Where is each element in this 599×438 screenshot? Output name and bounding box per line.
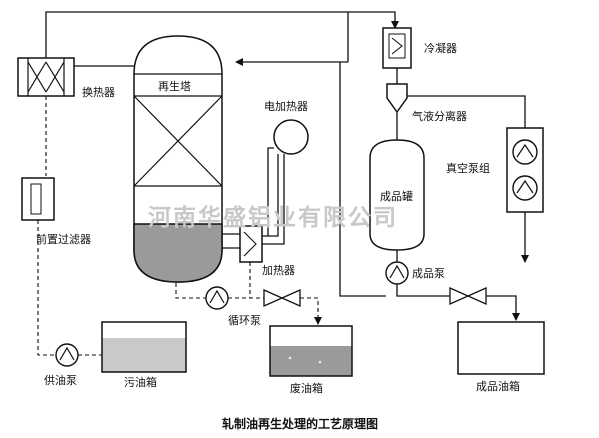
dirty-oil-tank bbox=[101, 321, 187, 373]
circulation-valve bbox=[263, 288, 301, 308]
heat-exchanger bbox=[17, 57, 75, 97]
label-heater: 加热器 bbox=[262, 264, 295, 277]
label-product-oil-tank: 成品油箱 bbox=[476, 379, 520, 393]
label-product-tank: 成品罐 bbox=[380, 190, 413, 203]
label-separator: 气液分离器 bbox=[412, 109, 467, 123]
feed-pump bbox=[55, 343, 79, 367]
product-tank bbox=[369, 139, 425, 251]
dash-filter-to-feedpump bbox=[37, 220, 56, 356]
label-electric-heater: 电加热器 bbox=[264, 100, 308, 113]
label-condenser: 冷凝器 bbox=[424, 41, 457, 55]
pipe-tower-side bbox=[339, 62, 386, 297]
dash-valve-to-waste bbox=[300, 297, 322, 325]
pipe-separator-to-vacuum bbox=[405, 95, 526, 128]
product-pump bbox=[385, 261, 409, 285]
waste-oil-tank bbox=[269, 325, 353, 377]
heater bbox=[239, 225, 263, 263]
circulation-pump bbox=[205, 286, 229, 310]
packing-diag-2 bbox=[133, 95, 223, 187]
vacuum-pump-group bbox=[506, 127, 544, 213]
pipe-heater-loop bbox=[262, 154, 285, 245]
watermark: 河南华盛铝业有限公司 bbox=[148, 204, 398, 230]
gas-liquid-separator bbox=[386, 83, 408, 114]
pipe-heater-up-2 bbox=[267, 147, 274, 236]
caption: 轧制油再生处理的工艺原理图 bbox=[222, 416, 378, 431]
label-dirty-oil-tank: 污油箱 bbox=[124, 375, 157, 389]
regen-tower bbox=[133, 35, 223, 283]
tower-liquid bbox=[133, 223, 223, 283]
label-vacuum-pump: 真空泵组 bbox=[446, 161, 490, 175]
label-product-pump: 成品泵 bbox=[412, 267, 445, 280]
label-heat-exchanger: 换热器 bbox=[82, 85, 115, 99]
label-pre-filter: 前置过滤器 bbox=[36, 232, 91, 246]
label-circulation-pump: 循环泵 bbox=[228, 314, 261, 327]
label-feed-pump: 供油泵 bbox=[44, 373, 77, 387]
condenser bbox=[382, 27, 412, 69]
label-regen-tower: 再生塔 bbox=[158, 79, 191, 93]
dash-feedpump-to-dirty bbox=[78, 340, 105, 356]
pipe-valve-to-product-box bbox=[486, 295, 520, 321]
product-valve bbox=[449, 286, 487, 306]
electric-heater bbox=[273, 119, 309, 155]
pipe-pump-to-valve bbox=[396, 284, 450, 297]
product-oil-tank bbox=[457, 321, 545, 375]
pipe-heater-up-1 bbox=[262, 154, 279, 237]
pipe-hx-to-condenser bbox=[45, 11, 399, 58]
pre-filter bbox=[21, 177, 55, 221]
dash-tower-to-circpump bbox=[175, 276, 206, 299]
label-waste-oil-tank: 废油箱 bbox=[290, 381, 323, 395]
